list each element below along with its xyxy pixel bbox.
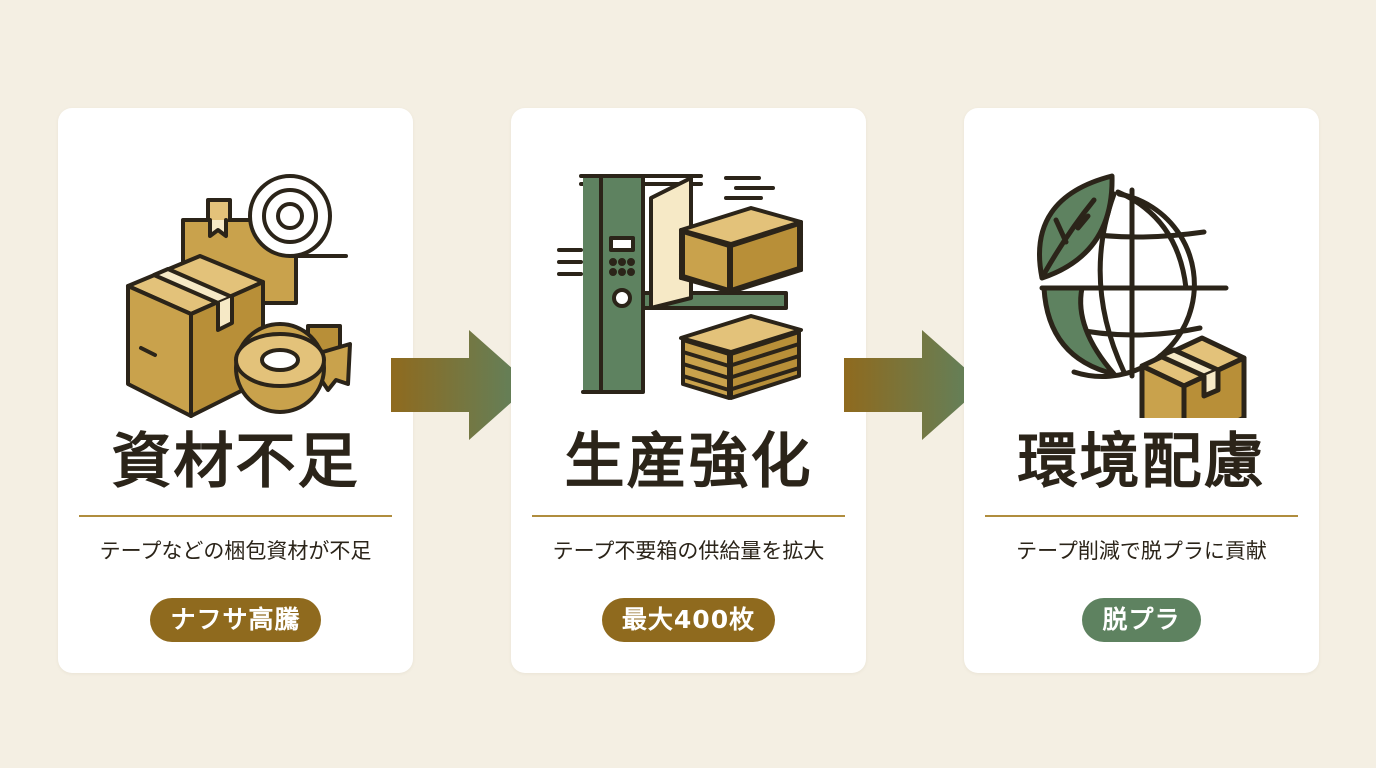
cardboard-box-and-tape-icon xyxy=(58,158,413,418)
box-production-machine-icon xyxy=(511,158,866,418)
badge-row: ナフサ高騰 xyxy=(58,598,413,642)
step-description: テープ不要箱の供給量を拡大 xyxy=(552,539,825,563)
badge-row: 脱プラ xyxy=(964,598,1319,642)
arrow-right-icon xyxy=(391,330,531,440)
step-title: 環境配慮 xyxy=(1017,427,1266,497)
status-badge: ナフサ高騰 xyxy=(150,598,321,642)
status-badge: 最大400枚 xyxy=(601,598,776,642)
step-title: 資材不足 xyxy=(111,427,360,497)
divider xyxy=(985,515,1298,517)
step-description: テープなどの梱包資材が不足 xyxy=(99,539,372,563)
step-title: 生産強化 xyxy=(564,427,813,497)
divider xyxy=(79,515,392,517)
divider xyxy=(532,515,845,517)
step-description: テープ削減で脱プラに貢献 xyxy=(1016,539,1267,563)
step-card-production-boost: 生産強化 テープ不要箱の供給量を拡大 最大400枚 xyxy=(511,108,866,673)
arrow-right-icon xyxy=(844,330,984,440)
badge-row: 最大400枚 xyxy=(511,598,866,642)
eco-globe-leaf-box-icon xyxy=(964,158,1319,418)
status-badge: 脱プラ xyxy=(1082,598,1201,642)
step-card-material-shortage: 資材不足 テープなどの梱包資材が不足 ナフサ高騰 xyxy=(58,108,413,673)
step-card-eco-friendly: 環境配慮 テープ削減で脱プラに貢献 脱プラ xyxy=(964,108,1319,673)
